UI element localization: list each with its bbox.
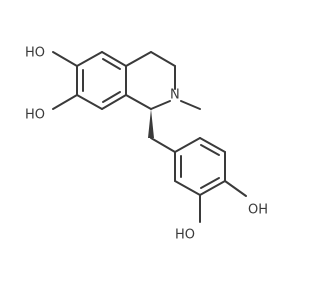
bond-c4p-oh <box>224 180 247 197</box>
atom-label-layer: HO HO N HO OH <box>25 46 268 243</box>
bond-c8a-c8 <box>101 94 127 110</box>
atom-label-oh-7: HO <box>25 108 45 123</box>
bond-c6-oh <box>52 51 78 67</box>
stereo-wedge-c1-ch2 <box>148 109 154 138</box>
bond-c6p-c1p <box>174 137 201 153</box>
bond-c5p-c6p <box>199 137 226 153</box>
bond-c8-c7 <box>76 94 103 110</box>
bond-c5-c4a <box>101 51 127 67</box>
bond-c6-c5 <box>76 51 103 67</box>
atom-label-n: N <box>170 88 180 103</box>
bond-c2p-c3p <box>174 180 201 196</box>
bond-double-c3p-c4p <box>200 177 220 189</box>
bond-n2-methyl <box>180 100 201 110</box>
bond-c4-c3 <box>150 51 176 67</box>
molecule-structure-diagram: HO HO N HO OH <box>25 46 268 243</box>
bond-c3p-c4p <box>199 180 226 196</box>
atom-label-oh-3p: HO <box>175 228 195 243</box>
bond-c4a-c4 <box>125 51 152 67</box>
bond-layer <box>52 51 247 223</box>
bond-n2-c1 <box>150 100 171 110</box>
bond-c7-oh <box>52 94 78 110</box>
atom-label-oh-4p: OH <box>248 203 268 218</box>
bond-double-c8a-c8 <box>102 91 121 103</box>
bond-double-c5-c4a <box>102 58 121 70</box>
bond-ch2-c1p <box>150 137 176 153</box>
atom-label-oh-6: HO <box>25 46 45 61</box>
bond-double-c5p-c6p <box>200 144 220 156</box>
bond-c1-c8a <box>125 94 152 110</box>
